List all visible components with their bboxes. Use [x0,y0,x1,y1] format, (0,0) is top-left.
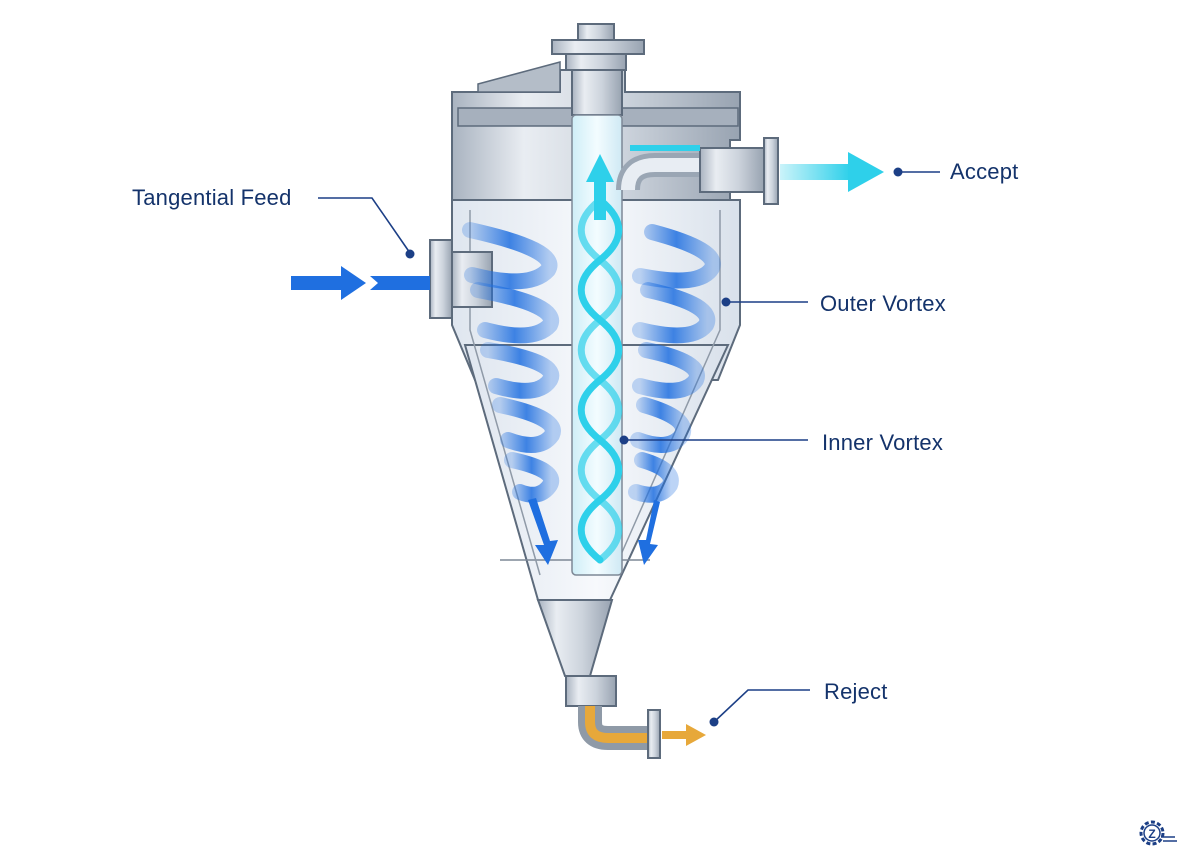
inner-vortex-label: Inner Vortex [822,430,944,455]
logo-letter: Z [1148,827,1155,841]
reject-outlet-pipe [565,675,661,759]
accept-arrow [780,152,884,192]
feed-arrow [291,266,430,300]
leader-feed [318,197,411,254]
reject-label: Reject [824,679,888,704]
reject-arrow [662,724,706,746]
tangential-feed-label: Tangential Feed [132,185,292,210]
logo-gear-icon: Z [1139,820,1177,846]
inner-vortex-up-arrow [586,154,614,220]
leader-dots [405,167,903,727]
outer-vortex-label: Outer Vortex [820,291,946,316]
outer-vortex-spiral [462,222,721,503]
leader-lines [318,171,940,723]
outer-vortex-down-arrows [528,498,660,565]
inner-vortex-helix [577,196,623,564]
accept-label: Accept [950,159,1019,184]
accept-outlet-pipe [616,137,779,205]
leader-reject [713,689,810,723]
